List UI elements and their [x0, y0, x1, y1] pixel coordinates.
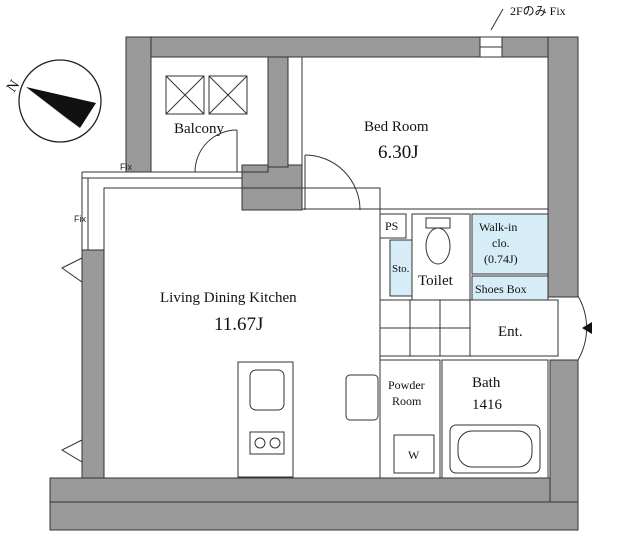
bath-size: 1416 — [472, 397, 503, 413]
powder-room — [379, 359, 441, 479]
door-swing-icon — [304, 154, 361, 211]
walkin-label-2: clo. — [492, 236, 510, 250]
walkin-label-1: Walk-in — [479, 220, 517, 234]
sink-icon — [249, 369, 285, 411]
fix-label-1: Fix — [120, 162, 132, 172]
shoes-box-label: Shoes Box — [475, 282, 527, 296]
fix-note: 2Fのみ Fix — [510, 4, 566, 18]
bathtub-icon — [449, 424, 541, 474]
ps-box — [379, 213, 407, 239]
window-swing-left-1 — [61, 257, 83, 283]
bedroom-label: Bed Room — [364, 119, 429, 135]
kitchen-counter — [237, 361, 294, 478]
washer-box — [393, 434, 435, 474]
walkin-closet — [471, 213, 549, 275]
balcony-label: Balcony — [174, 121, 224, 137]
toilet-icon — [425, 217, 451, 265]
ldk-label: Living Dining Kitchen — [160, 290, 297, 306]
balcony-area — [150, 56, 269, 173]
compass-icon — [18, 59, 102, 143]
entrance-area — [379, 299, 559, 357]
washer-label: W — [408, 448, 420, 462]
bedroom-area — [301, 56, 549, 210]
toilet-label: Toilet — [418, 273, 454, 289]
entrance-arrow-icon — [582, 322, 592, 334]
ps-label: PS — [385, 219, 398, 233]
washbasin-icon — [345, 374, 379, 421]
shoes-box — [471, 275, 549, 301]
window-swing-left-2 — [60, 439, 83, 463]
bath-label: Bath — [472, 375, 501, 391]
walkin-size: (0.74J) — [484, 252, 518, 266]
powder-label-2: Room — [392, 394, 422, 408]
powder-label-1: Powder — [388, 378, 425, 392]
stove-icon — [249, 431, 285, 455]
bedroom-size: 6.30J — [378, 142, 419, 163]
walls — [49, 36, 579, 531]
ldk-size: 11.67J — [214, 314, 263, 335]
fix-label-2: Fix — [74, 214, 86, 224]
bath-room — [441, 359, 549, 479]
sto-label: Sto. — [392, 263, 410, 275]
ent-label: Ent. — [498, 324, 523, 340]
